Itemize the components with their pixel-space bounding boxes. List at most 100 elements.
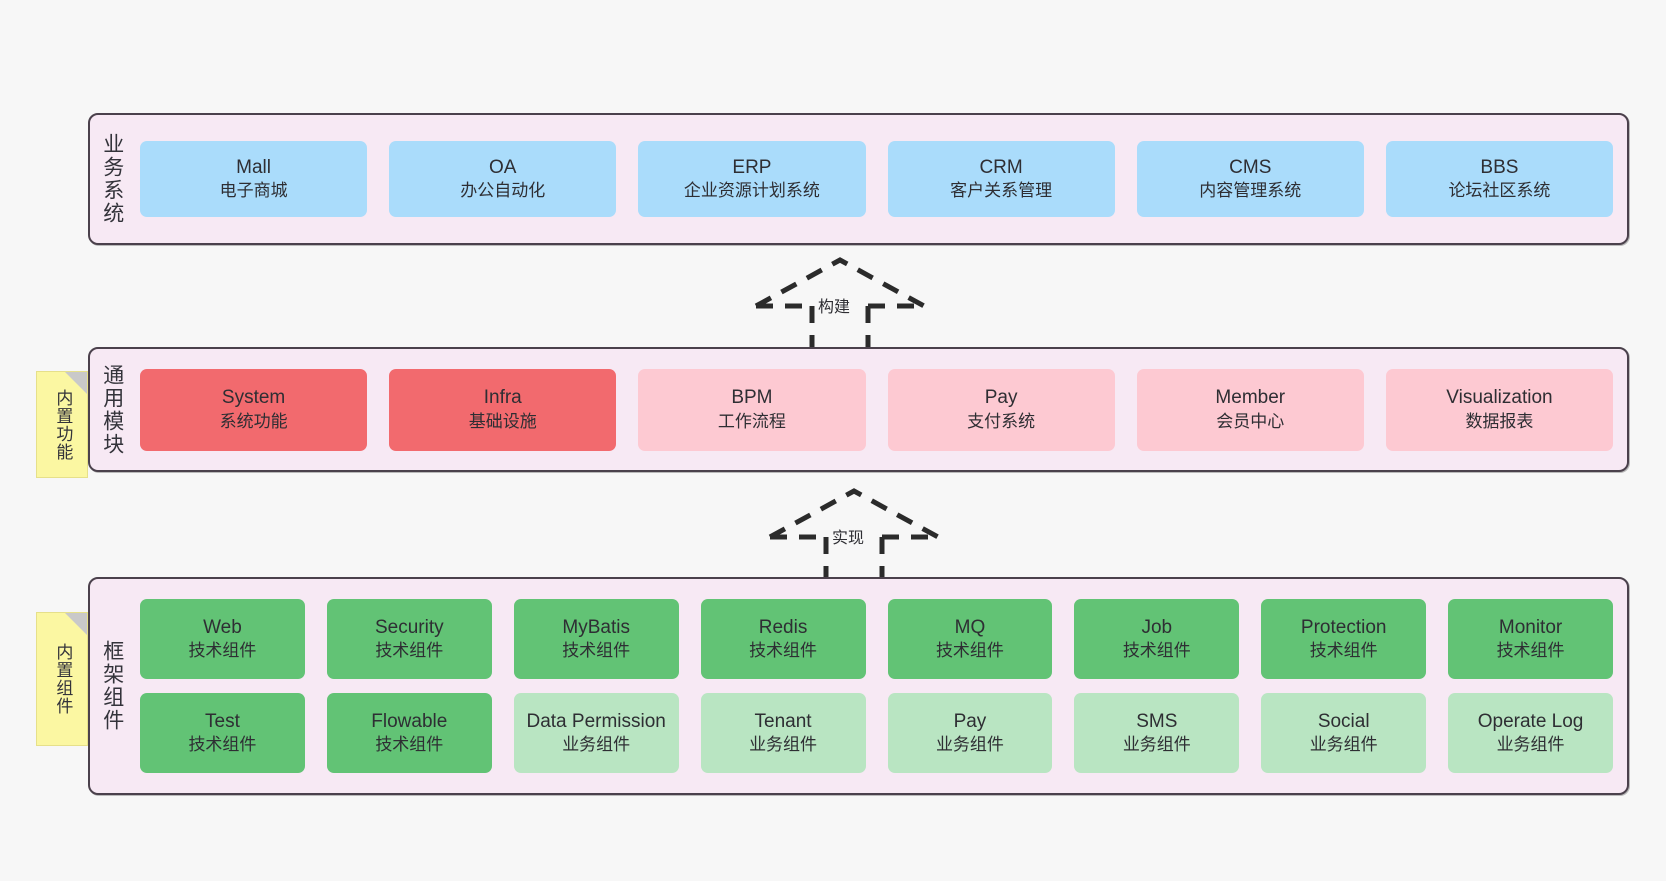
card-member[interactable]: Member 会员中心 [1136, 368, 1364, 451]
card-title: Monitor [1498, 616, 1563, 638]
card-subtitle: 技术组件 [935, 641, 1004, 661]
sticky-note-label: 内置组件 [53, 643, 73, 715]
card-title: Member [1215, 387, 1286, 409]
card-title: SMS [1136, 710, 1178, 732]
card-social[interactable]: Social 业务组件 [1261, 693, 1427, 773]
card-mybatis[interactable]: MyBatis 技术组件 [513, 599, 679, 679]
card-subtitle: 技术组件 [188, 735, 257, 755]
card-row: Test 技术组件 Flowable 技术组件 Data Permission … [140, 693, 1613, 773]
card-row: System 系统功能 Infra 基础设施 BPM 工作流程 Pay 支付系统… [140, 368, 1614, 451]
layer-label-business-system: 业务系统 [100, 133, 124, 225]
card-subtitle: 业务组件 [1122, 735, 1191, 755]
card-cms[interactable]: CMS 内容管理系统 [1136, 141, 1364, 217]
card-test[interactable]: Test 技术组件 [140, 693, 305, 773]
layer-framework-component: 框架组件 Web 技术组件 Security 技术组件 MyBatis 技术组件… [88, 577, 1629, 795]
arrow-build-label: 构建 [818, 299, 851, 316]
card-subtitle: 客户关系管理 [950, 181, 1053, 201]
card-protection[interactable]: Protection 技术组件 [1261, 599, 1427, 679]
card-subtitle: 业务组件 [935, 735, 1004, 755]
arrow-implement-glyph [768, 488, 940, 579]
card-title: Security [374, 616, 444, 638]
layer-label-common-module: 通用模块 [100, 363, 124, 456]
card-title: Data Permission [526, 710, 666, 732]
card-subtitle: 企业资源计划系统 [683, 181, 820, 201]
card-title: Job [1141, 616, 1173, 638]
card-erp[interactable]: ERP 企业资源计划系统 [638, 141, 866, 217]
card-title: Infra [483, 387, 522, 409]
layer-body-framework-component: Web 技术组件 Security 技术组件 MyBatis 技术组件 Redi… [134, 579, 1627, 793]
card-row: Mall 电子商城 OA 办公自动化 ERP 企业资源计划系统 CRM 客户关系… [140, 141, 1614, 217]
card-title: Pay [984, 387, 1018, 409]
card-title: Flowable [371, 710, 448, 732]
card-crm[interactable]: CRM 客户关系管理 [887, 141, 1115, 217]
card-row: Web 技术组件 Security 技术组件 MyBatis 技术组件 Redi… [140, 599, 1613, 679]
card-title: Mall [236, 156, 271, 178]
card-pay[interactable]: Pay 支付系统 [887, 368, 1115, 451]
card-bpm[interactable]: BPM 工作流程 [638, 368, 866, 451]
card-title: ERP [732, 156, 772, 178]
layer-body-business-system: Mall 电子商城 OA 办公自动化 ERP 企业资源计划系统 CRM 客户关系… [134, 115, 1627, 243]
card-job[interactable]: Job 技术组件 [1074, 599, 1240, 679]
card-subtitle: 工作流程 [717, 411, 786, 431]
arrow-build-glyph [754, 257, 926, 348]
card-subtitle: 支付系统 [967, 411, 1036, 431]
fold-corner-icon [65, 372, 87, 394]
card-title: System [221, 387, 286, 409]
sticky-note-builtin-function: 内置功能 [36, 371, 88, 478]
card-subtitle: 系统功能 [219, 411, 288, 431]
sticky-note-label: 内置功能 [53, 388, 73, 461]
arrow-implement-label: 实现 [832, 530, 865, 547]
card-sms[interactable]: SMS 业务组件 [1074, 693, 1240, 773]
card-title: Social [1317, 710, 1370, 732]
card-title: Web [203, 616, 242, 638]
card-subtitle: 技术组件 [1122, 641, 1191, 661]
card-subtitle: 业务组件 [1309, 735, 1378, 755]
card-title: Pay [953, 710, 987, 732]
card-subtitle: 技术组件 [188, 641, 257, 661]
card-mall[interactable]: Mall 电子商城 [140, 141, 368, 217]
sticky-note-builtin-component: 内置组件 [36, 612, 88, 746]
card-subtitle: 会员中心 [1216, 411, 1285, 431]
arrow-implement: 实现 [766, 487, 942, 579]
fold-corner-icon [65, 613, 87, 635]
card-data-permission[interactable]: Data Permission 业务组件 [513, 693, 679, 773]
card-title: MyBatis [562, 616, 630, 638]
arrow-build: 构建 [752, 256, 928, 348]
card-title: BBS [1480, 156, 1519, 178]
card-operate-log[interactable]: Operate Log 业务组件 [1448, 693, 1613, 773]
card-title: CMS [1229, 156, 1272, 178]
card-subtitle: 业务组件 [749, 735, 818, 755]
layer-business-system: 业务系统 Mall 电子商城 OA 办公自动化 ERP 企业资源计划系统 CRM… [88, 113, 1629, 245]
card-subtitle: 技术组件 [749, 641, 818, 661]
card-subtitle: 技术组件 [562, 641, 631, 661]
card-title: Visualization [1446, 387, 1553, 409]
card-title: Test [205, 710, 240, 732]
card-bbs[interactable]: BBS 论坛社区系统 [1385, 141, 1614, 217]
card-title: CRM [979, 156, 1023, 178]
card-title: Operate Log [1477, 710, 1584, 732]
card-visualization[interactable]: Visualization 数据报表 [1385, 368, 1614, 451]
layer-common-module: 通用模块 System 系统功能 Infra 基础设施 BPM 工作流程 Pay… [88, 347, 1629, 472]
card-subtitle: 技术组件 [375, 735, 444, 755]
card-security[interactable]: Security 技术组件 [326, 599, 492, 679]
card-subtitle: 基础设施 [468, 411, 537, 431]
card-flowable[interactable]: Flowable 技术组件 [326, 693, 492, 773]
card-subtitle: 技术组件 [1496, 641, 1565, 661]
card-web[interactable]: Web 技术组件 [140, 599, 305, 679]
card-oa[interactable]: OA 办公自动化 [389, 141, 617, 217]
card-monitor[interactable]: Monitor 技术组件 [1448, 599, 1613, 679]
card-tenant[interactable]: Tenant 业务组件 [700, 693, 866, 773]
card-pay-business[interactable]: Pay 业务组件 [887, 693, 1053, 773]
card-infra[interactable]: Infra 基础设施 [389, 368, 617, 451]
card-subtitle: 技术组件 [1309, 641, 1378, 661]
card-subtitle: 办公自动化 [460, 181, 546, 201]
card-title: Tenant [754, 710, 812, 732]
card-title: Redis [758, 616, 808, 638]
card-mq[interactable]: MQ 技术组件 [887, 599, 1053, 679]
layer-body-common-module: System 系统功能 Infra 基础设施 BPM 工作流程 Pay 支付系统… [134, 349, 1627, 470]
card-subtitle: 论坛社区系统 [1448, 181, 1551, 201]
card-system[interactable]: System 系统功能 [140, 368, 368, 451]
card-subtitle: 内容管理系统 [1199, 181, 1302, 201]
card-redis[interactable]: Redis 技术组件 [700, 599, 866, 679]
